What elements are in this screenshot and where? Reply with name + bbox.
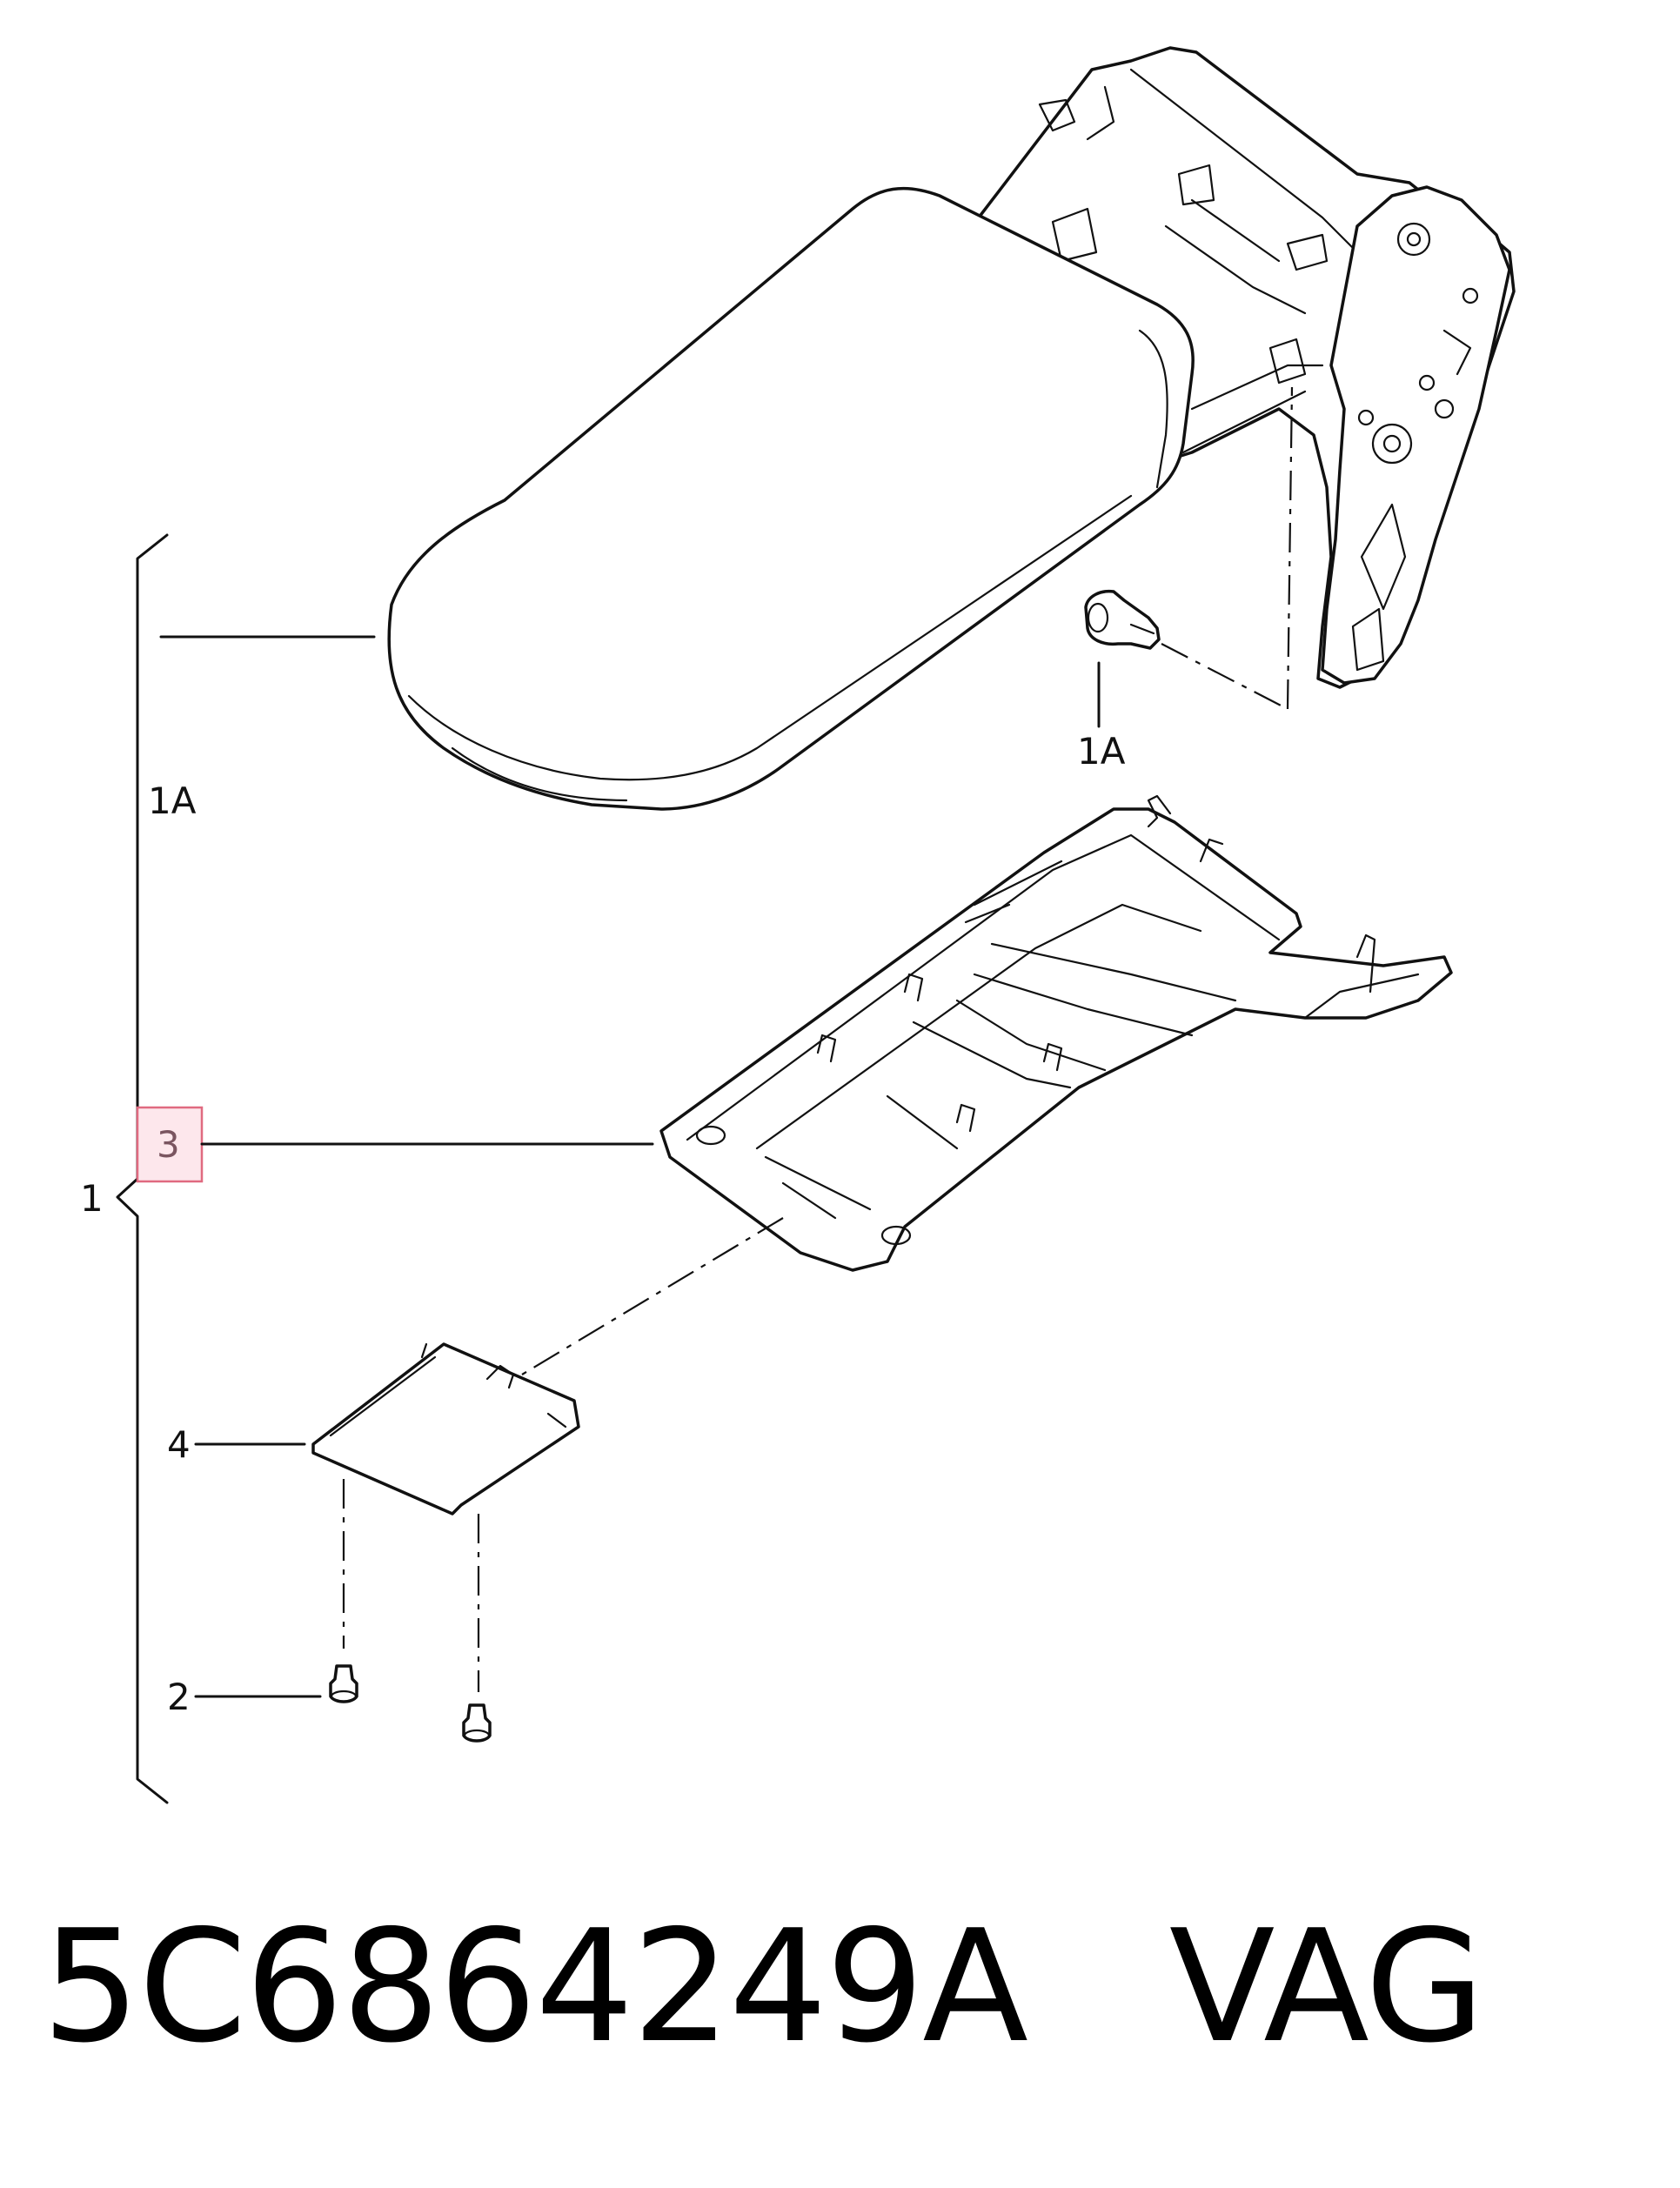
callout-3[interactable]: 3 <box>136 1106 204 1183</box>
group-1-bracket <box>116 533 169 1804</box>
brand-name: VAG <box>1168 1897 1485 2077</box>
callout-3-highlight <box>136 1106 204 1183</box>
label-1a-left: 1A <box>148 780 197 822</box>
storage-tray <box>659 794 1453 1272</box>
screw-left <box>329 1664 358 1703</box>
label-2: 2 <box>167 1676 191 1718</box>
assembly-line-tray-cover <box>521 1217 784 1375</box>
hinge-pin <box>1084 386 1294 710</box>
part-number-footer: 5C6864249A VAG <box>42 1910 1485 2064</box>
part-number: 5C6864249A <box>42 1897 1028 2077</box>
label-1a-right: 1A <box>1077 730 1126 773</box>
screw-right <box>462 1703 492 1743</box>
label-4: 4 <box>167 1423 191 1466</box>
cover-panel <box>311 1342 580 1516</box>
label-3: 3 <box>157 1123 180 1166</box>
label-1: 1 <box>80 1177 104 1220</box>
armrest-cushion <box>387 46 1516 811</box>
